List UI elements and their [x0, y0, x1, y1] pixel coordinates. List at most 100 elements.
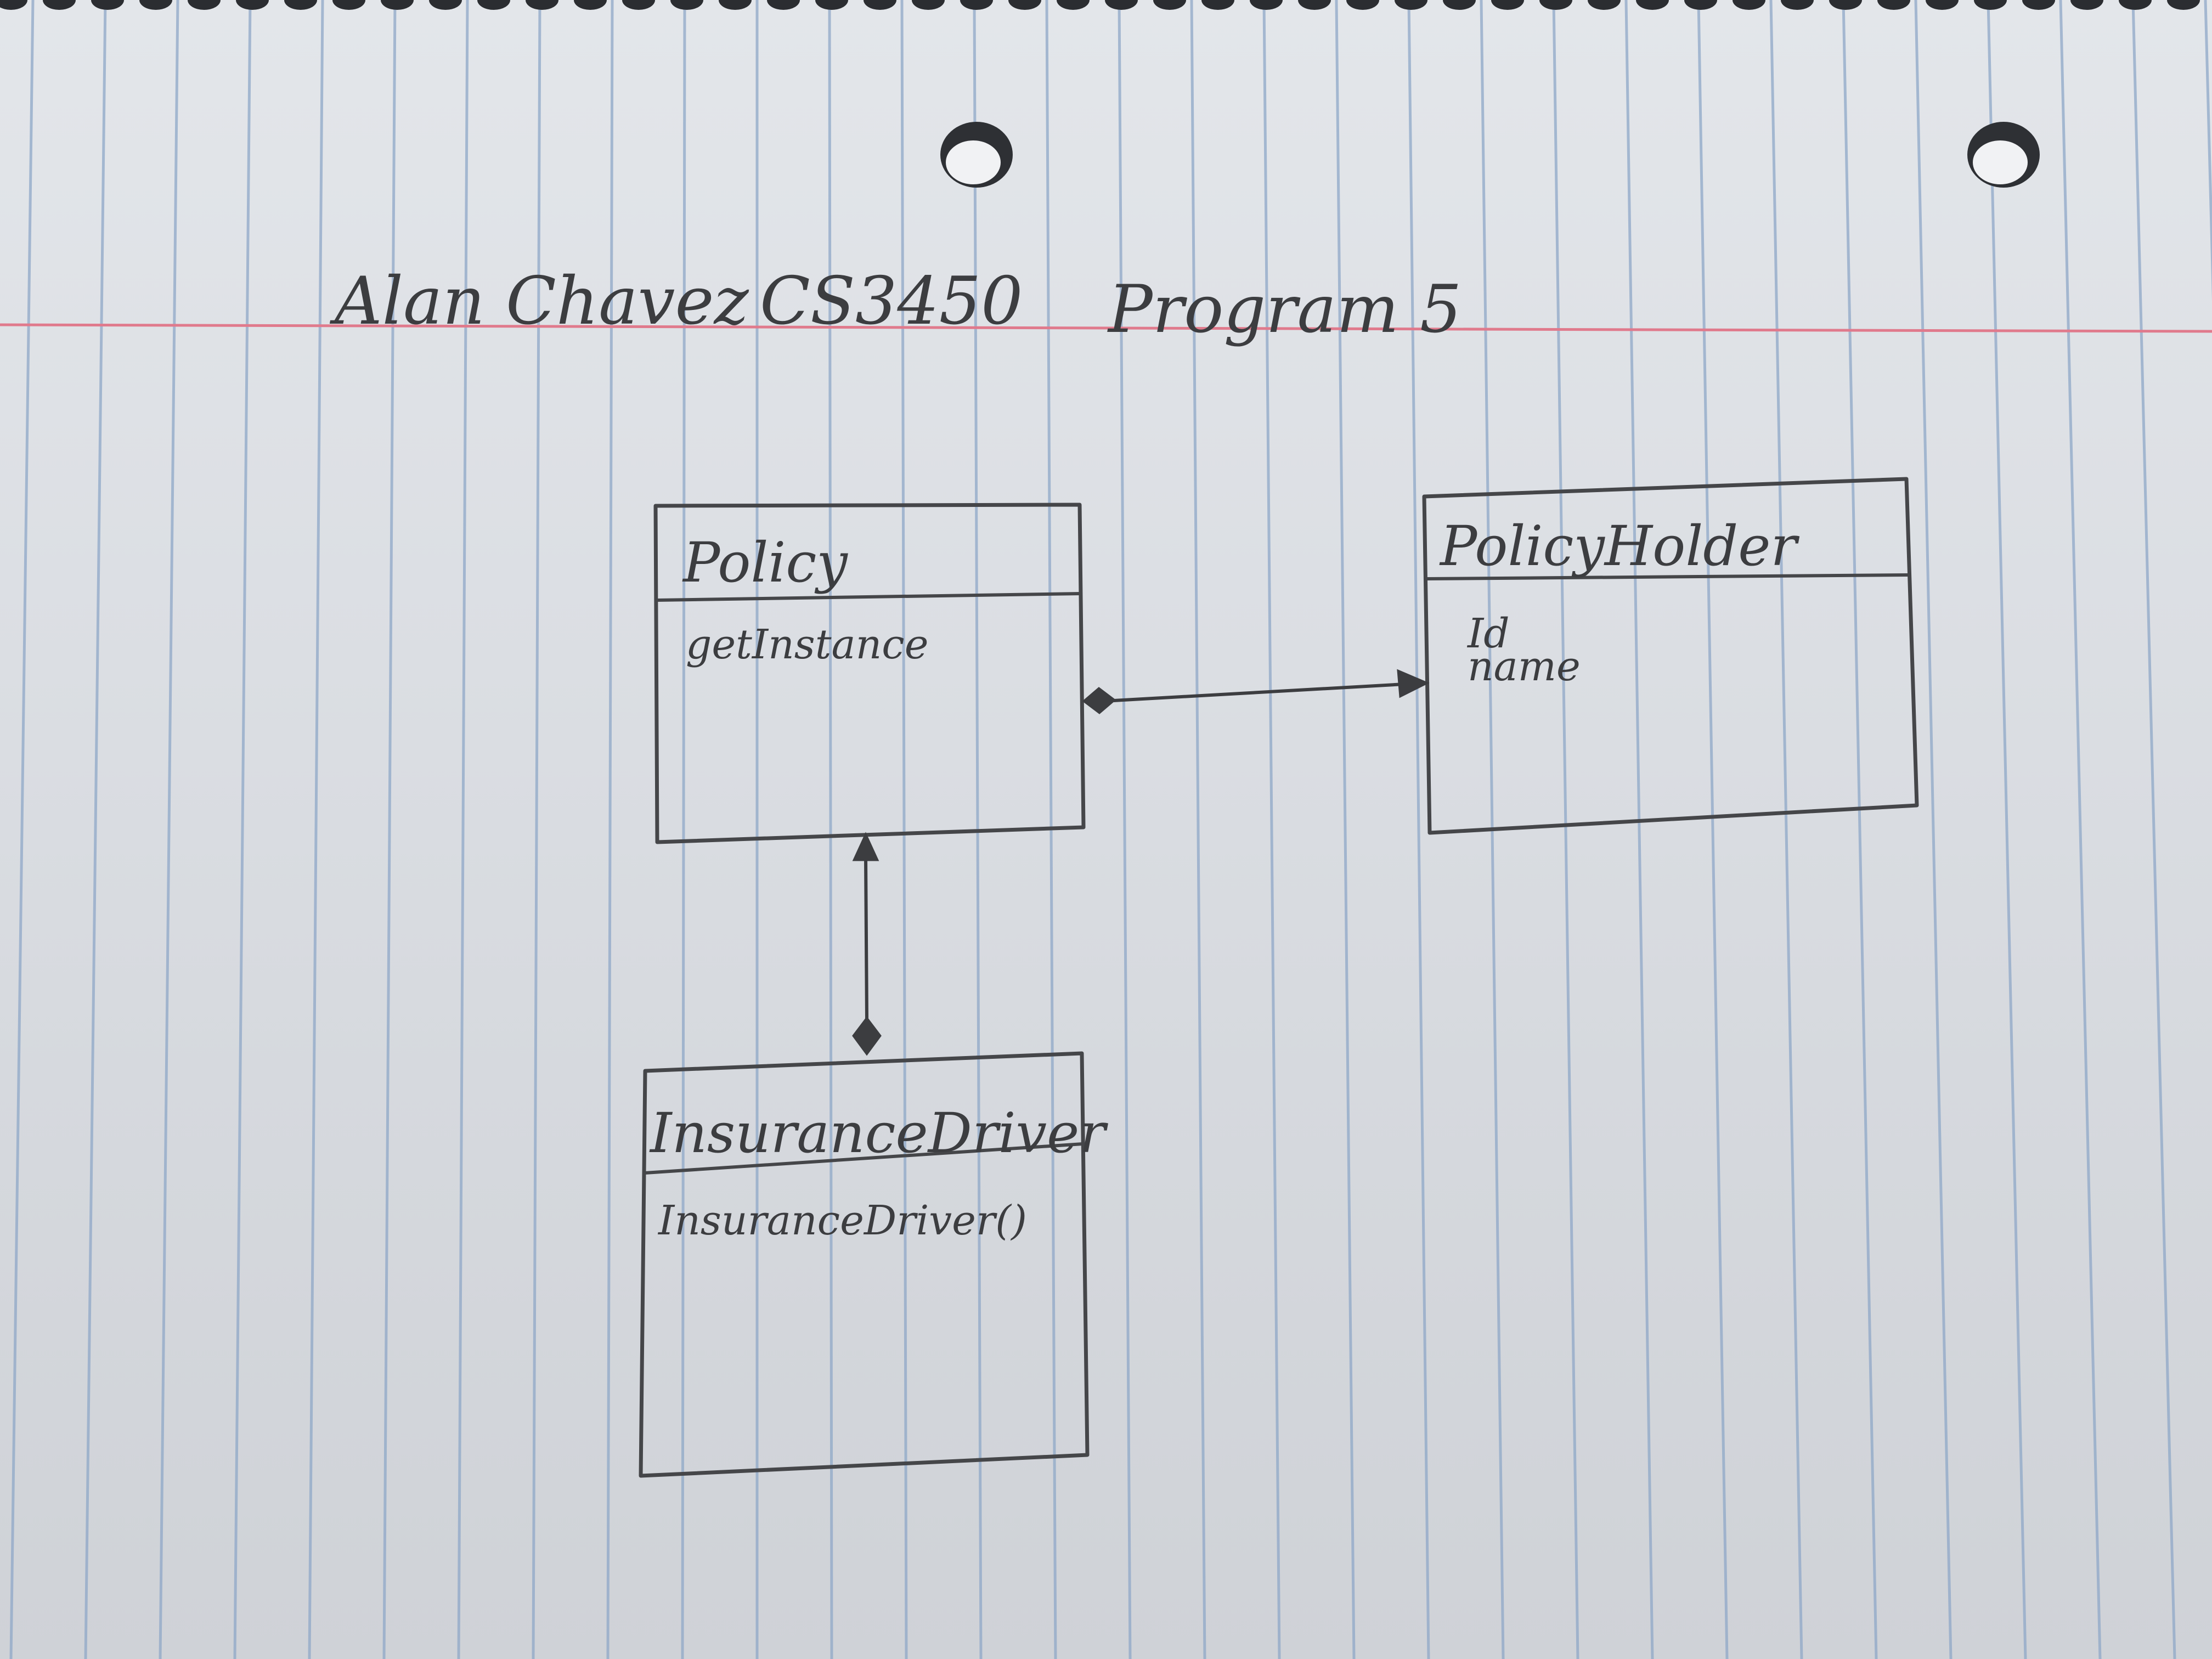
punch-holes — [940, 122, 2040, 188]
rule-line — [9, 0, 35, 1659]
class-policy: Policy getInstance — [653, 503, 1086, 844]
rule-line — [828, 0, 833, 1659]
spiral-hole — [477, 0, 510, 10]
association-line-insurancedriver-policy — [864, 856, 868, 1020]
class-policyholder-member-2: name — [1468, 643, 1581, 690]
rule-line — [1335, 0, 1356, 1659]
spiral-hole — [1877, 0, 1910, 10]
rule-line — [1842, 0, 1878, 1659]
relationship-policy-policyholder — [1082, 669, 1430, 714]
class-policyholder-box — [1422, 477, 1919, 835]
arrowhead-policyholder — [1397, 669, 1430, 698]
assignment-title: Program 5 — [1107, 272, 1462, 348]
rule-line — [457, 0, 469, 1659]
spiral-hole — [1733, 0, 1765, 10]
spiral-hole — [912, 0, 945, 10]
class-insurancedriver-divider — [645, 1142, 1084, 1175]
spiral-hole — [1636, 0, 1669, 10]
spiral-hole — [429, 0, 462, 10]
spiral-hole — [236, 0, 269, 10]
class-policyholder-divider — [1426, 573, 1909, 580]
class-policy-member-1: getInstance — [686, 621, 929, 668]
class-policyholder: PolicyHolder Id name — [1422, 477, 1919, 835]
spiral-hole — [1974, 0, 2007, 10]
punch-hole-left-light — [946, 140, 1001, 184]
rule-line — [1769, 0, 1803, 1659]
spiral-hole — [670, 0, 703, 10]
spiral-hole — [0, 0, 27, 10]
rule-line — [382, 0, 397, 1659]
spiral-hole — [1588, 0, 1621, 10]
class-insurancedriver: InsuranceDriver InsuranceDriver() — [639, 1051, 1108, 1478]
spiral-hole — [1057, 0, 1090, 10]
course-code: CS3450 — [760, 263, 1023, 340]
rule-line — [233, 0, 252, 1659]
rule-line — [681, 0, 686, 1659]
rule-line — [606, 0, 614, 1659]
rule-line — [1190, 0, 1206, 1659]
rule-line — [1914, 0, 1953, 1659]
spiral-hole — [1008, 0, 1041, 10]
rule-line — [2204, 0, 2212, 301]
spiral-hole — [1250, 0, 1283, 10]
rule-line — [1624, 0, 1654, 1659]
class-policy-name: Policy — [682, 531, 848, 595]
margin-line — [0, 323, 2212, 333]
student-name: Alan Chavez — [329, 263, 749, 340]
class-insurancedriver-box — [639, 1051, 1090, 1478]
spiral-hole — [1105, 0, 1138, 10]
spiral-hole — [960, 0, 993, 10]
spiral-hole — [767, 0, 800, 10]
spiral-hole — [1201, 0, 1234, 10]
arrowhead-policy — [852, 832, 879, 861]
rule-line — [532, 0, 541, 1659]
punch-hole-right-light — [1973, 140, 2028, 184]
spiral-hole — [1926, 0, 1959, 10]
spiral-hole — [188, 0, 221, 10]
class-policyholder-name: PolicyHolder — [1439, 514, 1799, 578]
spiral-hole — [1346, 0, 1379, 10]
spiral-hole — [1491, 0, 1524, 10]
rule-line — [2059, 0, 2102, 1659]
spiral-binding — [0, 0, 2200, 10]
class-policy-divider — [656, 592, 1081, 602]
spiral-hole — [1781, 0, 1814, 10]
association-line-policy-policyholder — [1113, 682, 1405, 702]
rule-line — [1118, 0, 1132, 1659]
rule-line — [900, 0, 908, 1659]
spiral-hole — [1153, 0, 1186, 10]
spiral-hole — [332, 0, 365, 10]
spiral-hole — [43, 0, 76, 10]
rule-line — [84, 0, 107, 1659]
spiral-hole — [284, 0, 317, 10]
rule-line — [1697, 0, 1729, 1659]
spiral-hole — [381, 0, 414, 10]
ruled-lines — [9, 0, 2212, 1659]
spiral-hole — [574, 0, 607, 10]
spiral-hole — [2167, 0, 2200, 10]
class-insurancedriver-member-1: InsuranceDriver() — [657, 1197, 1027, 1244]
header: Alan Chavez CS3450 Program 5 — [329, 263, 1462, 348]
spiral-hole — [2022, 0, 2055, 10]
rule-line — [2131, 0, 2176, 1659]
class-policyholder-member-1: Id — [1466, 610, 1510, 657]
class-insurancedriver-name: InsuranceDriver — [649, 1101, 1108, 1165]
spiral-hole — [1395, 0, 1427, 10]
spiral-hole — [815, 0, 848, 10]
rule-line — [1987, 0, 2027, 1659]
rule-line — [159, 0, 179, 1659]
composition-diamond-insurancedriver — [852, 1016, 882, 1056]
spiral-hole — [526, 0, 558, 10]
spiral-hole — [1443, 0, 1476, 10]
spiral-hole — [1684, 0, 1717, 10]
spiral-hole — [2119, 0, 2152, 10]
spiral-hole — [622, 0, 655, 10]
spiral-hole — [2070, 0, 2103, 10]
rule-line — [1552, 0, 1579, 1659]
composition-diamond-policy — [1082, 687, 1116, 714]
rule-line — [1407, 0, 1430, 1659]
class-policy-box — [653, 503, 1086, 844]
spiral-hole — [1298, 0, 1331, 10]
